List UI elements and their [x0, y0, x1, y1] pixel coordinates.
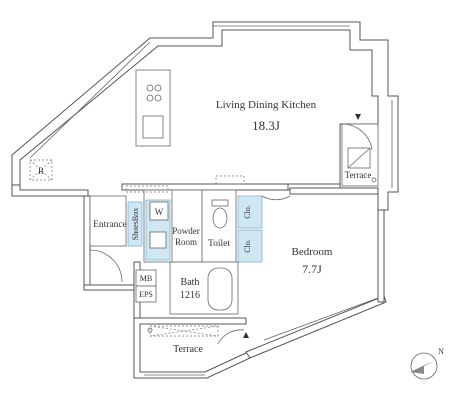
shoes-box-label: ShoesBox — [131, 208, 140, 240]
powder-room-label-2: Room — [175, 237, 197, 247]
powder-room-label-1: Powder — [172, 226, 200, 236]
washer-label: W — [155, 207, 164, 217]
closet-2-label: Clo. — [243, 239, 252, 253]
terrace-top-entry-arrow-icon — [355, 114, 361, 120]
closet-1-label: Clo. — [243, 205, 252, 219]
bedroom-label: Bedroom — [292, 246, 333, 258]
compass-label: N — [438, 347, 444, 356]
ldk-area: 18.3J — [252, 118, 280, 133]
eps-label: EPS — [139, 290, 153, 299]
entrance: Entrance — [89, 195, 127, 283]
bedroom: Bedroom 7.7J — [261, 195, 333, 276]
entrance-label: Entrance — [93, 220, 127, 230]
terrace-bottom-entry-arrow-icon — [243, 332, 249, 338]
terrace-top-label: Terrace — [345, 170, 372, 180]
outer-walls — [11, 21, 399, 379]
mb-label: MB — [140, 274, 152, 283]
bath: Bath 1216 — [169, 261, 239, 315]
toilet-label: Toilet — [208, 239, 230, 249]
ldk-label: Living Dining Kitchen — [216, 99, 317, 111]
kitchen-counter — [135, 69, 171, 147]
refrigerator-label: R — [38, 166, 44, 176]
meter-box: MB EPS — [135, 269, 157, 303]
terrace-bottom: Terrace — [147, 325, 249, 355]
shoes-box: ShoesBox — [127, 201, 143, 247]
bath-size: 1216 — [180, 290, 200, 301]
north-arrow-icon: N — [410, 347, 444, 380]
refrigerator: R — [29, 159, 53, 181]
terrace-bottom-label: Terrace — [173, 344, 203, 355]
windows — [29, 25, 393, 376]
bedroom-area: 7.7J — [302, 262, 322, 276]
terrace-top: Terrace — [341, 114, 379, 187]
core-rooms: W Powder Room Toilet Clo. Clo. — [125, 175, 263, 263]
bath-label: Bath — [181, 277, 200, 288]
